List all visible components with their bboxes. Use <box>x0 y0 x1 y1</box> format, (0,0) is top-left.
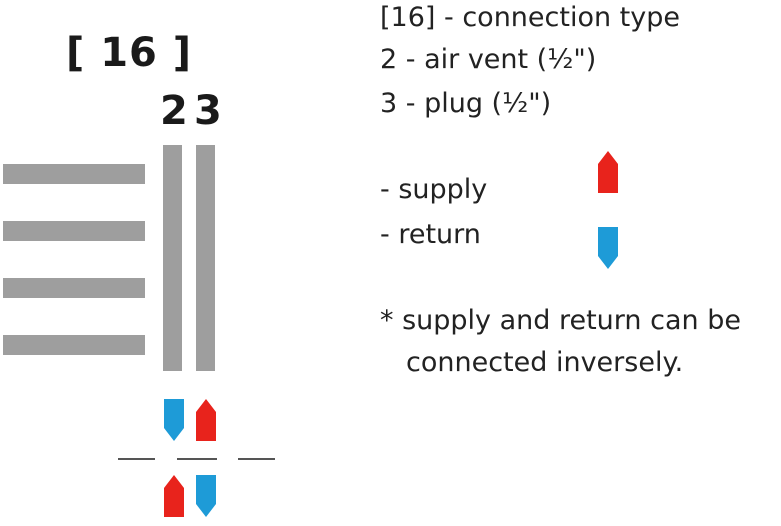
legend-air-vent: 2 - air vent (½") <box>380 44 597 75</box>
divider-line <box>238 458 275 460</box>
port-label-plug: 3 <box>194 88 222 134</box>
radiator-bar <box>3 164 145 184</box>
port-label-air-vent: 2 <box>160 88 188 134</box>
return-arrow-icon <box>164 399 184 441</box>
supply-arrow-icon <box>164 475 184 517</box>
legend-supply-arrow-icon <box>598 151 618 193</box>
radiator-bar <box>3 335 145 355</box>
legend-return-arrow-icon <box>598 227 618 269</box>
legend-return: - return <box>380 219 481 250</box>
legend-note-line1: * supply and return can be <box>380 305 741 336</box>
pipe-air-vent <box>163 145 182 371</box>
legend-plug: 3 - plug (½") <box>380 88 552 119</box>
pipe-plug <box>196 145 215 371</box>
connection-code-label: [ 16 ] <box>66 30 193 76</box>
legend-connection-type: [16] - connection type <box>380 2 680 33</box>
divider-line <box>118 458 155 460</box>
radiator-bar <box>3 278 145 298</box>
radiator-bar <box>3 221 145 241</box>
divider-line <box>177 458 217 460</box>
legend-note-line2: connected inversely. <box>406 347 684 378</box>
supply-arrow-icon <box>196 399 216 441</box>
return-arrow-icon <box>196 475 216 517</box>
legend-supply: - supply <box>380 174 488 205</box>
